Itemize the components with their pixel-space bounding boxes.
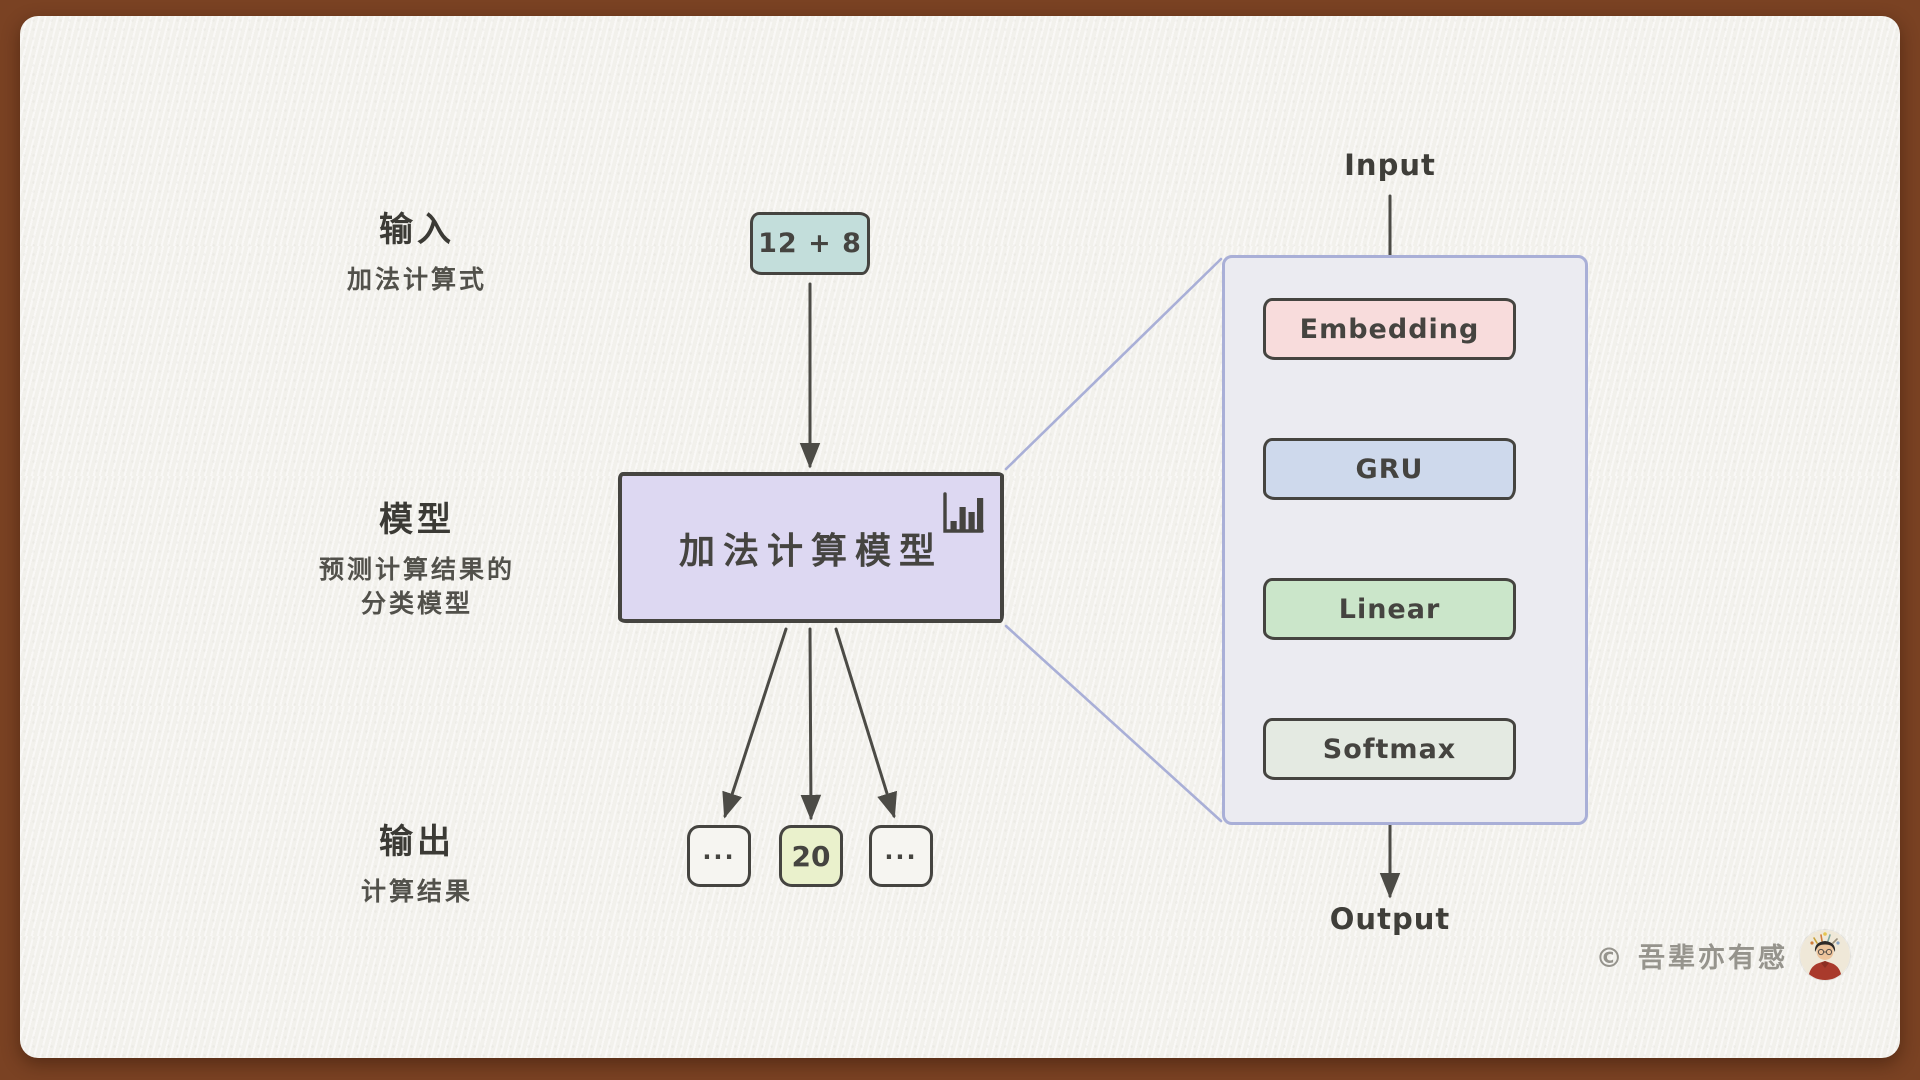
author-avatar xyxy=(1800,930,1850,980)
output-candidate-right-box: ··· xyxy=(869,825,933,887)
gru-layer-box: GRU xyxy=(1263,438,1516,500)
output-label-subtitle: 计算结果 xyxy=(360,877,473,906)
arch-input-label: Input xyxy=(1344,148,1436,182)
model-box-label: 加法计算模型 xyxy=(678,530,943,572)
model-label-group: 模型 预测计算结果的 分类模型 xyxy=(267,492,567,621)
embedding-layer-box: Embedding xyxy=(1263,298,1516,360)
copyright: © 吾辈亦有感 xyxy=(1560,930,1850,980)
model-label-subtitle: 预测计算结果的 分类模型 xyxy=(267,553,567,621)
copyright-text: © 吾辈亦有感 xyxy=(1595,942,1788,974)
input-label-subtitle: 加法计算式 xyxy=(346,265,487,294)
linear-layer-box: Linear xyxy=(1263,578,1516,640)
input-label-group: 输入 加法计算式 xyxy=(267,202,567,297)
input-label-title: 输入 xyxy=(379,210,455,250)
softmax-layer-box: Softmax xyxy=(1263,718,1516,780)
output-label-title: 输出 xyxy=(379,822,455,862)
model-label-subtitle-line2: 分类模型 xyxy=(360,588,473,618)
output-result-box: 20 xyxy=(779,825,843,887)
output-candidate-left-box: ··· xyxy=(687,825,751,887)
model-label-title: 模型 xyxy=(379,500,455,540)
output-label-group: 输出 计算结果 xyxy=(267,814,567,909)
model-box: 加法计算模型 xyxy=(618,472,1004,623)
arch-output-label: Output xyxy=(1329,902,1451,936)
model-label-subtitle-line1: 预测计算结果的 xyxy=(318,555,515,584)
bar-chart-icon xyxy=(938,490,984,547)
input-expression-box: 12 + 8 xyxy=(750,212,870,275)
